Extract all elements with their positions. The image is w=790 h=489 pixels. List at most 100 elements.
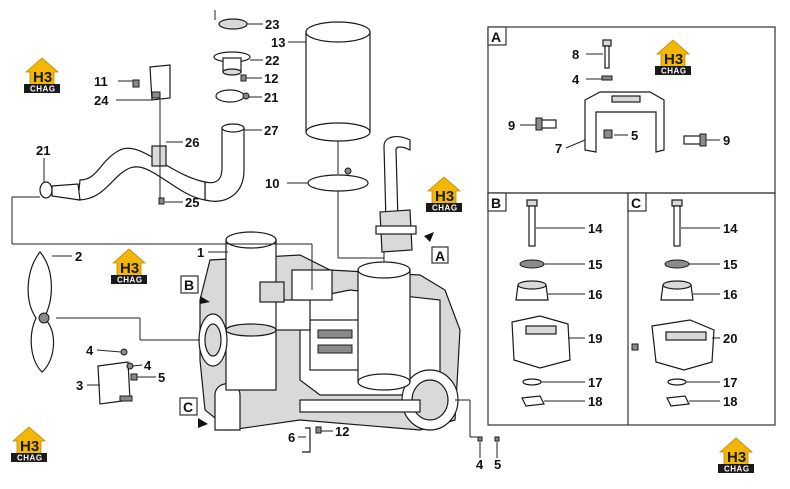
- callout-3: 3: [76, 378, 83, 393]
- callout-b-15: 15: [588, 257, 602, 272]
- callout-12-bottom: 12: [335, 424, 349, 439]
- callout-4-bottom: 4: [476, 457, 484, 472]
- callout-21-top: 21: [264, 90, 278, 105]
- intake-pipe-26: [77, 145, 206, 201]
- logo-mark: H3: [120, 260, 139, 277]
- view-c-tag: [179, 397, 198, 416]
- washer-4-bottom: [477, 436, 483, 442]
- callout-22: 22: [265, 53, 279, 68]
- detail-box-b-tag: [487, 192, 507, 212]
- bolt-25: [158, 197, 165, 205]
- brand-logo-icon: H3 CHAG: [425, 176, 463, 213]
- callout-b-16: 16: [588, 287, 602, 302]
- logo-mark: H3: [727, 449, 746, 466]
- detail-box-a-tag: [487, 26, 507, 46]
- view-b-tag: [180, 275, 199, 294]
- brand-logo-icon: H3 CHAG: [654, 39, 692, 76]
- callout-13: 13: [271, 35, 285, 50]
- callout-24: 24: [94, 93, 109, 108]
- callout-21-left: 21: [36, 143, 50, 158]
- dipstick-6: [302, 427, 311, 453]
- bolt-12-bottom: [315, 426, 322, 434]
- callout-6: 6: [288, 430, 295, 445]
- bracket-3: [97, 361, 133, 405]
- logo-text: CHAG: [661, 67, 687, 76]
- callout-a-7: 7: [555, 141, 562, 156]
- muffler: [357, 261, 411, 391]
- bracket-24: [149, 64, 171, 101]
- callout-4-mid: 4: [144, 358, 152, 373]
- air-cleaner-housing-1: [225, 231, 285, 391]
- logo-mark: H3: [664, 51, 683, 68]
- bolt-5-left: [130, 373, 138, 381]
- callout-12-top: 12: [264, 71, 278, 86]
- view-a-arrow-icon: [424, 232, 434, 242]
- detail-box-a-label: A: [491, 29, 501, 45]
- clamp-21-top: [215, 89, 250, 103]
- callout-a-9-left: 9: [508, 118, 515, 133]
- view-b-arrow-icon: [200, 296, 210, 304]
- brand-logo-icon: H3 CHAG: [717, 437, 755, 474]
- logo-text: CHAG: [432, 204, 458, 213]
- callout-c-14: 14: [723, 221, 738, 236]
- detail-a-parts: [535, 39, 707, 153]
- logo-text: CHAG: [17, 454, 43, 463]
- callout-a-9-right: 9: [723, 133, 730, 148]
- callout-b-19: 19: [588, 331, 602, 346]
- rain-cap-23: [214, 10, 248, 30]
- callout-c-15: 15: [723, 257, 737, 272]
- logo-text: CHAG: [30, 85, 56, 94]
- detail-a-leaders: [520, 53, 720, 149]
- air-filter-cylinder-13: [305, 21, 371, 142]
- callout-5-bottom: 5: [494, 457, 501, 472]
- view-a-label: A: [435, 248, 445, 264]
- callout-c-16: 16: [723, 287, 737, 302]
- brand-logo-icon: H3 CHAG: [110, 248, 148, 285]
- detail-c-leaders: [681, 227, 720, 402]
- callout-25: 25: [185, 195, 199, 210]
- bolt-12-top: [240, 74, 247, 82]
- view-c-arrow-icon: [198, 418, 208, 428]
- callout-b-14: 14: [588, 221, 603, 236]
- exhaust-stack: [375, 136, 417, 253]
- callout-1: 1: [197, 245, 204, 260]
- detail-c-parts: [631, 199, 715, 407]
- detail-box-c-label: C: [631, 195, 641, 211]
- view-b-label: B: [184, 277, 194, 293]
- callout-5-left: 5: [158, 370, 165, 385]
- logo-mark: H3: [33, 69, 52, 86]
- logo-mark: H3: [435, 188, 454, 205]
- callout-23: 23: [265, 17, 279, 32]
- detail-box-b-label: B: [491, 195, 501, 211]
- elbow-hose-27: [204, 123, 245, 202]
- detail-b-leaders: [536, 227, 585, 402]
- callout-4-left: 4: [86, 343, 94, 358]
- detail-box-c-tag: [627, 192, 647, 212]
- flange-22: [213, 51, 251, 76]
- callout-b-18: 18: [588, 394, 602, 409]
- brand-logo-icon: H3 CHAG: [23, 57, 61, 94]
- callout-c-20: 20: [723, 331, 737, 346]
- clamp-21-left: [39, 181, 81, 201]
- callout-26: 26: [185, 135, 199, 150]
- callout-b-17: 17: [588, 375, 602, 390]
- callout-c-18: 18: [723, 394, 737, 409]
- callout-10: 10: [265, 176, 279, 191]
- detail-b-parts: [511, 199, 571, 407]
- bolt-11: [132, 79, 140, 88]
- brand-logo-icon: H3 CHAG: [10, 426, 48, 463]
- callout-2: 2: [75, 249, 82, 264]
- nut-5-bottom: [494, 436, 500, 442]
- callout-11: 11: [94, 74, 108, 89]
- washer-4-mid: [126, 362, 134, 370]
- logo-mark: H3: [20, 438, 39, 455]
- callout-27: 27: [264, 123, 278, 138]
- alternator-belt: [198, 313, 228, 367]
- callout-a-8: 8: [572, 47, 579, 62]
- callout-a-4: 4: [572, 72, 580, 87]
- view-c-label: C: [183, 399, 193, 415]
- leader-lines: [11, 23, 498, 458]
- callout-c-17: 17: [723, 375, 737, 390]
- callout-a-5: 5: [631, 128, 638, 143]
